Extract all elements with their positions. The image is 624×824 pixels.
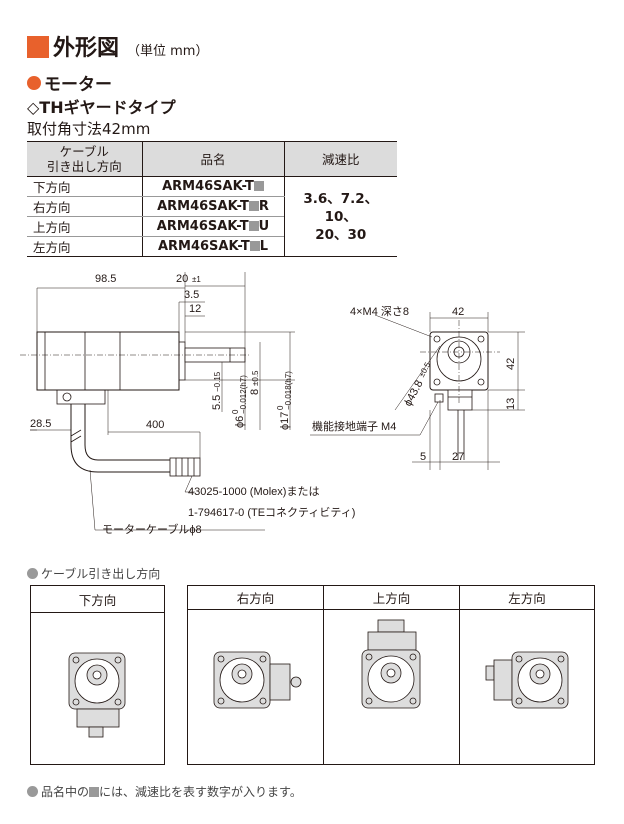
dim-42-top: 42 bbox=[452, 306, 464, 318]
dim-55: 5.5 bbox=[211, 395, 223, 410]
left-view bbox=[460, 610, 595, 764]
placeholder-box-icon bbox=[248, 201, 259, 211]
placeholder-box-icon bbox=[249, 241, 260, 251]
cell-ratio: 3.6、7.2、10、20、30 bbox=[283, 176, 397, 257]
cell-direction: 下方向 bbox=[27, 176, 142, 197]
dim-27: 27 bbox=[452, 451, 464, 463]
spec-table: ケーブル引き出し方向 品名 減速比 下方向 ARM46SAK-T 3.6、7.2… bbox=[27, 141, 397, 257]
connector-label-2: 1-794617-0 (TEコネクティビティ) bbox=[188, 506, 355, 519]
panel-header: 上方向 bbox=[324, 586, 460, 609]
dim-phi6: ϕ6 bbox=[234, 416, 246, 428]
placeholder-box-icon bbox=[248, 221, 259, 231]
dim-phi17: ϕ17 bbox=[279, 412, 291, 430]
dim-985: 98.5 bbox=[95, 273, 116, 285]
dim-8-tol: ±0.5 bbox=[251, 370, 260, 386]
dim-phi438: ϕ43.8 bbox=[402, 378, 426, 408]
cable-direction-heading: ケーブル引き出し方向 bbox=[27, 565, 160, 582]
cell-direction: 左方向 bbox=[27, 236, 142, 257]
header-product: 品名 bbox=[141, 141, 284, 177]
right-view-icon bbox=[213, 651, 302, 709]
dim-285: 28.5 bbox=[30, 418, 51, 430]
section-heading: モーター bbox=[27, 70, 112, 95]
down-view-icon bbox=[68, 652, 126, 738]
page-title: 外形図 （単位 mm） bbox=[27, 30, 208, 62]
dim-phi6-zero: 0 bbox=[231, 409, 240, 414]
panel-header: 下方向 bbox=[31, 586, 164, 613]
dim-20-tol: ±1 bbox=[192, 275, 201, 284]
cell-direction: 上方向 bbox=[27, 216, 142, 237]
panel-header: 左方向 bbox=[508, 591, 546, 606]
motor-body bbox=[36, 331, 180, 391]
dim-400: 400 bbox=[146, 419, 164, 431]
dim-5: 5 bbox=[420, 451, 426, 463]
dim-42-right: 42 bbox=[505, 358, 517, 370]
gray-bullet-icon bbox=[27, 568, 38, 579]
panel-group: 右方向 上方向 左方向 bbox=[187, 585, 595, 765]
dimension-drawing: 98.5 20 ±1 3.5 12 28.5 400 5.5 −0.15 ϕ6 … bbox=[20, 272, 525, 536]
dim-35: 3.5 bbox=[184, 289, 199, 301]
dim-phi6-tol: −0.012(h7) bbox=[239, 375, 248, 414]
title-text: 外形図 bbox=[53, 36, 120, 61]
title-unit: （単位 mm） bbox=[127, 44, 209, 59]
cell-direction: 右方向 bbox=[27, 196, 142, 217]
header-ratio: 減速比 bbox=[283, 141, 397, 177]
dim-13: 13 bbox=[505, 398, 517, 410]
dim-12: 12 bbox=[189, 303, 201, 315]
cell-product: ARM46SAK-T bbox=[141, 176, 284, 197]
connector-label-1: 43025-1000 (Molex)または bbox=[188, 485, 319, 498]
footnote: 品名中の には、減速比を表す数字が入ります。 bbox=[27, 783, 302, 800]
panel-header: 右方向 bbox=[188, 586, 324, 609]
right-view bbox=[188, 610, 324, 764]
dim-phi17-tol: −0.018(h7) bbox=[284, 371, 293, 410]
placeholder-box-icon bbox=[253, 181, 264, 191]
section-type: ◇THギヤードタイプ bbox=[27, 98, 176, 117]
ground-label: 機能接地端子 M4 bbox=[312, 419, 396, 433]
placeholder-box-icon bbox=[89, 786, 100, 797]
cable-label: モーターケーブルϕ8 bbox=[102, 522, 202, 536]
section-motor: モーター bbox=[44, 75, 112, 95]
gray-bullet-icon bbox=[27, 786, 38, 797]
left-view-icon bbox=[485, 651, 569, 709]
orange-square-icon bbox=[27, 36, 49, 58]
up-view bbox=[324, 610, 460, 764]
dim-20: 20 bbox=[176, 273, 188, 285]
holes-label: 4×M4 深さ8 bbox=[350, 305, 409, 318]
header-direction: ケーブル引き出し方向 bbox=[27, 141, 142, 177]
dim-55-tol: −0.15 bbox=[213, 371, 222, 392]
dim-phi17-zero: 0 bbox=[276, 405, 285, 410]
section-size: 取付角寸法42mm bbox=[27, 120, 151, 138]
up-view-icon bbox=[361, 619, 421, 709]
table-row: 下方向 ARM46SAK-T 3.6、7.2、10、20、30 bbox=[27, 176, 397, 257]
dim-8: 8 bbox=[249, 389, 261, 395]
panel-down: 下方向 bbox=[30, 585, 165, 765]
orange-bullet-icon bbox=[27, 75, 41, 90]
